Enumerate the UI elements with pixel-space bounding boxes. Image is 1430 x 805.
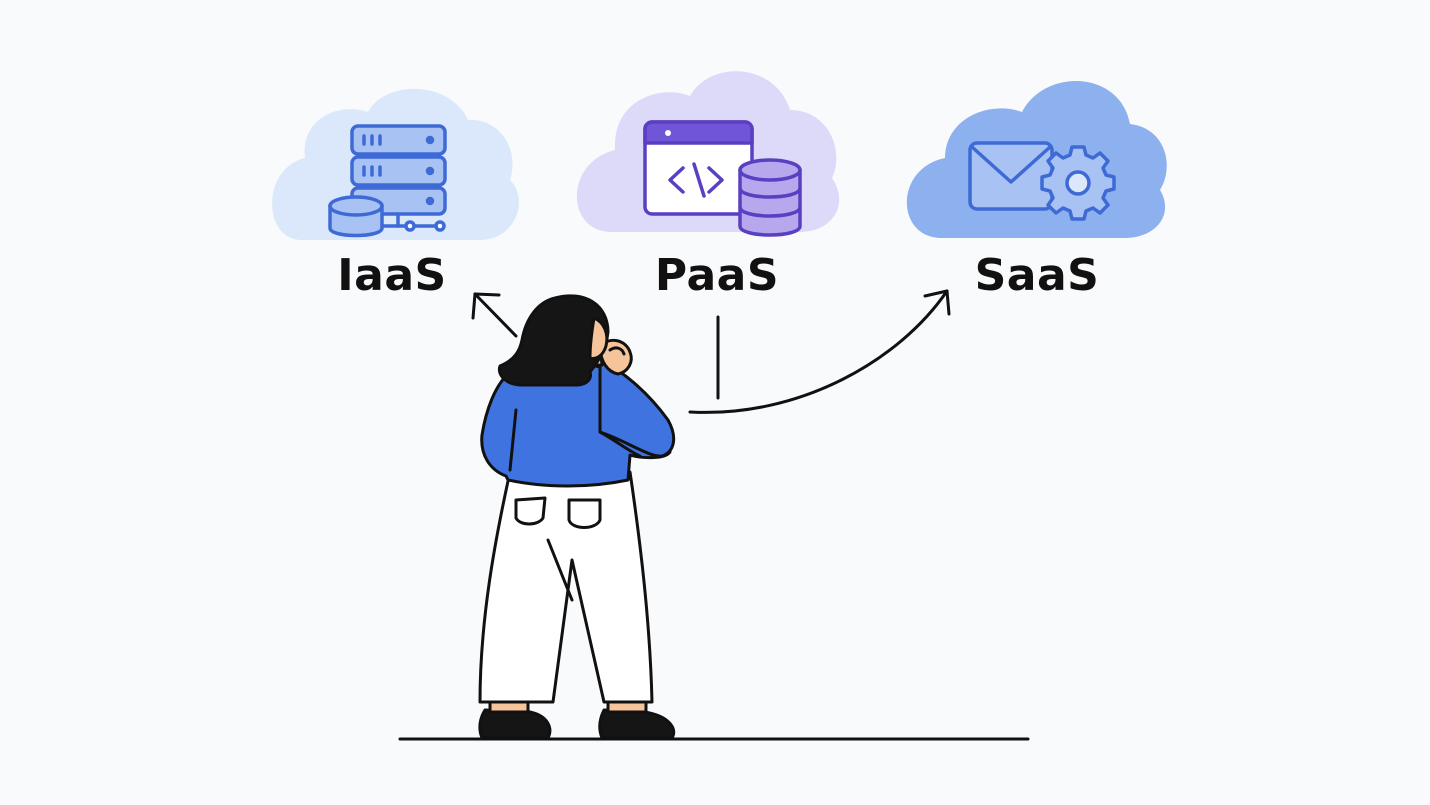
mail-gear-icon bbox=[968, 141, 1116, 221]
arrow-to-saas bbox=[688, 289, 951, 414]
right-pocket bbox=[567, 498, 602, 529]
person-figure bbox=[478, 294, 676, 740]
saas-label: SaaS bbox=[974, 250, 1100, 301]
code-window-icon bbox=[643, 120, 754, 216]
gear-icon bbox=[1040, 145, 1116, 221]
arrow-to-iaas bbox=[471, 292, 518, 338]
hair bbox=[497, 294, 610, 387]
left-pocket bbox=[514, 496, 547, 526]
iaas-label: IaaS bbox=[337, 250, 447, 301]
hand bbox=[598, 338, 633, 376]
paas-label: PaaS bbox=[654, 250, 780, 301]
server-stack-icon bbox=[328, 124, 447, 238]
raised-arm bbox=[598, 358, 676, 458]
left-shoe bbox=[478, 708, 552, 740]
right-shoe bbox=[598, 708, 676, 740]
database-icon bbox=[738, 158, 802, 237]
face bbox=[588, 316, 609, 360]
